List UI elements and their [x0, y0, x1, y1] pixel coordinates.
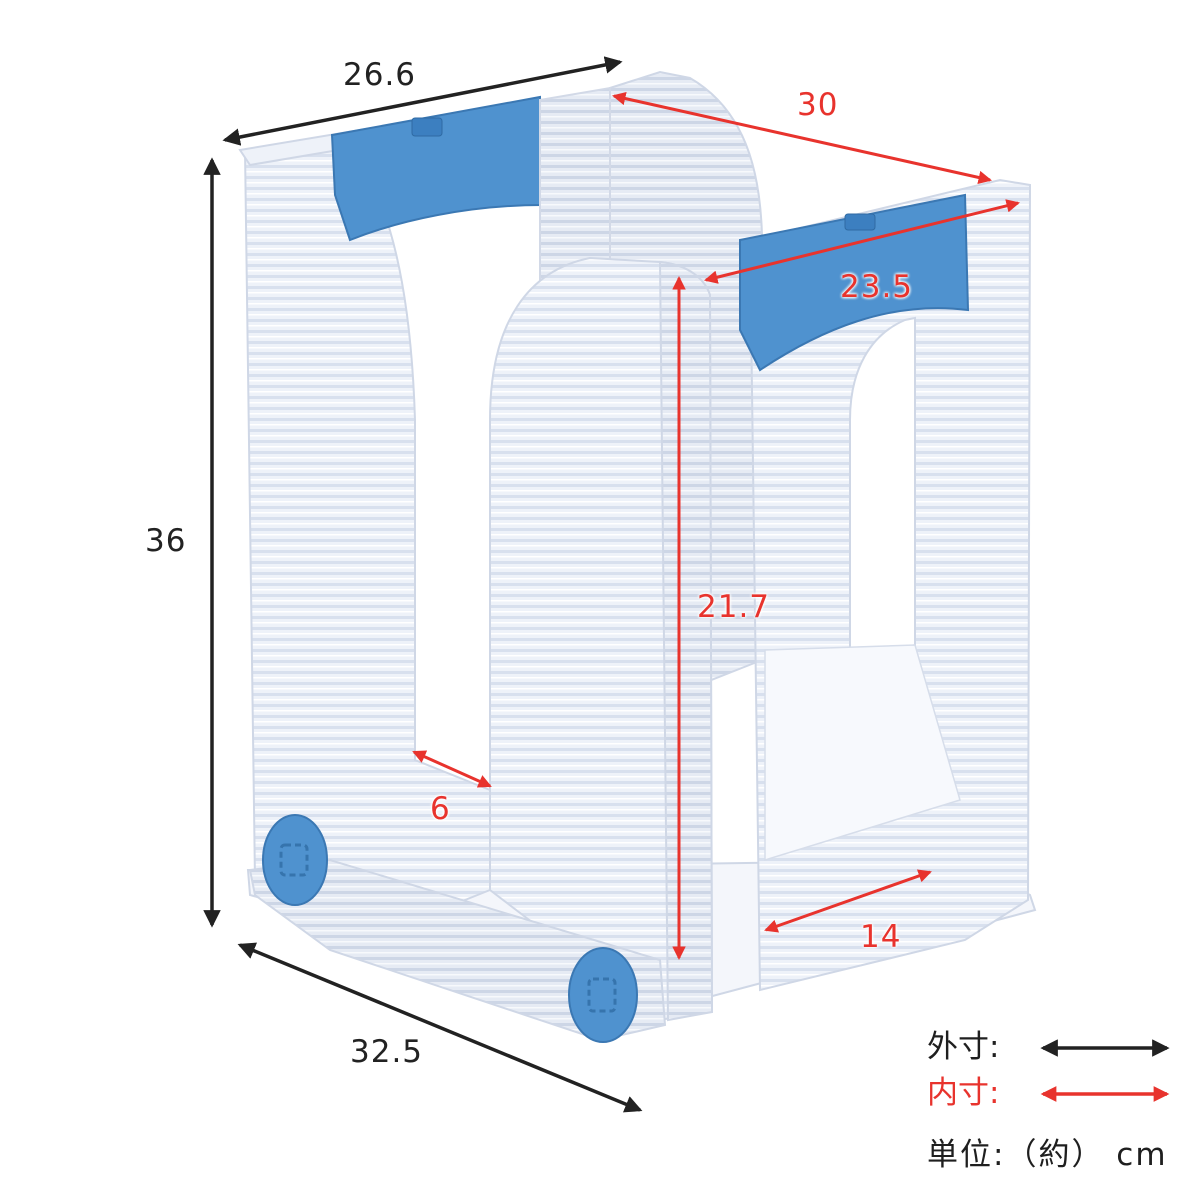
arrow-inner-top-depth	[612, 91, 992, 185]
arrow-outer-top-width	[222, 56, 623, 146]
right-bar-clip	[844, 213, 876, 231]
wheel-left	[262, 814, 328, 906]
right-panel-lower-opening	[764, 644, 961, 862]
legend-inner-label: 内寸:	[927, 1075, 1000, 1111]
label-outer-height: 36	[145, 523, 187, 559]
wheel-right	[568, 947, 638, 1043]
label-inner-slot-width: 6	[430, 791, 451, 827]
arrow-inner-slot-width	[412, 750, 492, 788]
right-panel-window	[849, 316, 916, 667]
left-bar-clip	[411, 117, 443, 137]
label-outer-bottom-depth: 32.5	[350, 1034, 424, 1070]
label-inner-height: 21.7	[697, 589, 771, 625]
arrow-outer-bottom-depth	[237, 942, 643, 1113]
arrow-inner-top-width	[704, 199, 1020, 284]
front-arch-edge	[658, 260, 714, 1022]
label-inner-top-depth: 30	[797, 87, 839, 123]
legend-outer-label: 外寸:	[927, 1029, 1000, 1065]
arrow-inner-base-depth	[764, 869, 932, 933]
label-inner-base-depth: 14	[860, 919, 902, 955]
label-outer-top-width: 26.6	[343, 57, 417, 93]
legend-unit-label: 単位:（約） cm	[927, 1137, 1168, 1173]
label-inner-top-width: 23.5	[840, 269, 914, 305]
